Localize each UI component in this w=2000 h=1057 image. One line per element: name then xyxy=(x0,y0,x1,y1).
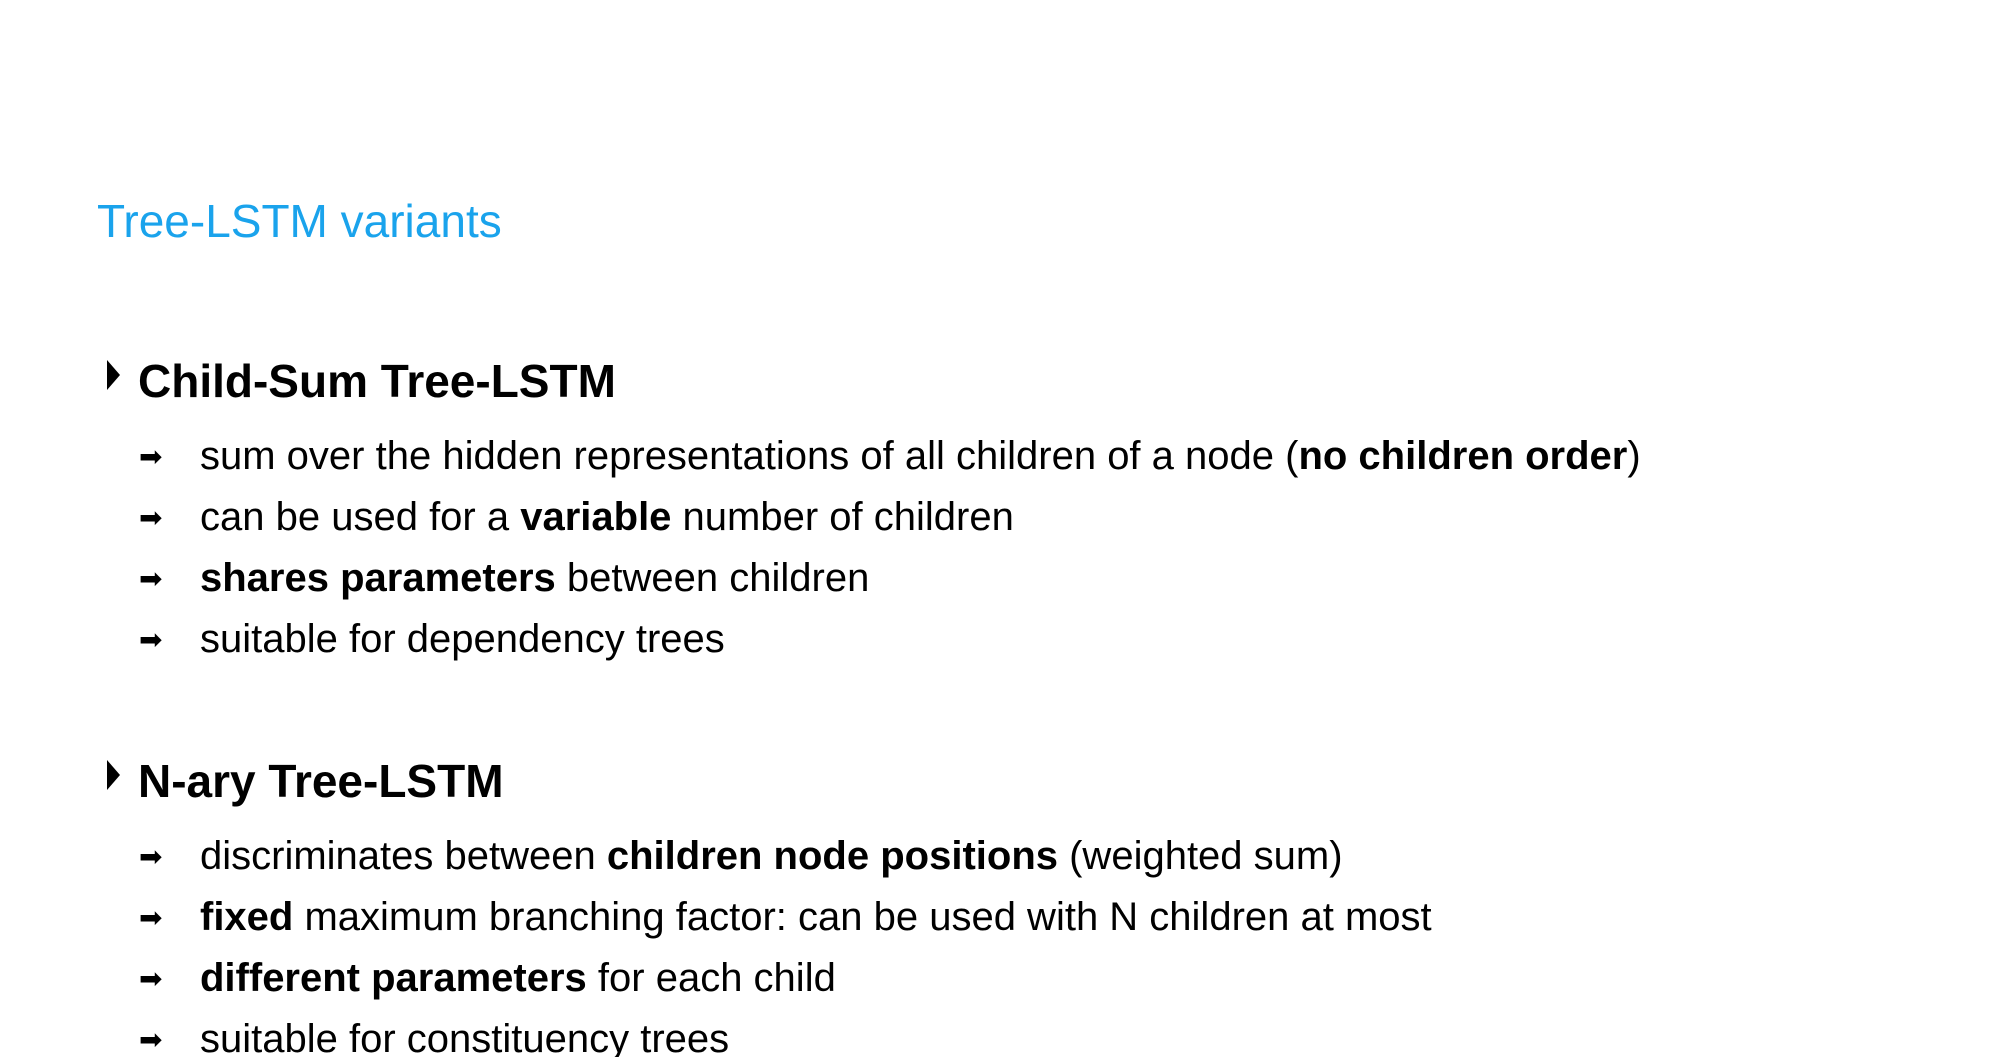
arrow-right-icon: ➡ xyxy=(139,440,163,473)
bullet-text-post: maximum branching factor: can be used wi… xyxy=(293,895,1432,939)
section-heading-text: N-ary Tree-LSTM xyxy=(138,755,504,807)
bullet-text: sum over the hidden representations of a… xyxy=(200,426,1641,487)
bullet-text-pre: discriminates between xyxy=(200,834,607,878)
bullet-text-bold: variable xyxy=(520,495,672,539)
bullet-text-pre: suitable for dependency trees xyxy=(200,617,725,661)
arrow-right-icon: ➡ xyxy=(139,501,163,534)
bullet-text-post: between children xyxy=(555,556,870,600)
bullet-text: discriminates between children node posi… xyxy=(200,826,1343,887)
bullet-text: can be used for a variable number of chi… xyxy=(200,487,1014,548)
arrow-right-icon: ➡ xyxy=(139,962,163,995)
bullet-text-post: for each child xyxy=(586,956,836,1000)
bullet-text-bold: children node positions xyxy=(606,834,1058,878)
arrow-right-icon: ➡ xyxy=(139,1023,163,1056)
triangle-right-icon xyxy=(107,360,120,390)
bullet-text-bold: no children order xyxy=(1298,434,1628,478)
section-heading-text: Child-Sum Tree-LSTM xyxy=(138,355,616,407)
bullet-text-pre: can be used for a xyxy=(200,495,521,539)
arrow-right-icon: ➡ xyxy=(139,562,163,595)
bullet-text-bold: different parameters xyxy=(200,956,587,1000)
bullet-text-bold: shares parameters xyxy=(200,556,556,600)
bullet-text: different parameters for each child xyxy=(200,948,836,1009)
bullet-text-post: (weighted sum) xyxy=(1058,834,1343,878)
triangle-right-icon xyxy=(107,760,120,790)
bullet-text-pre: sum over the hidden representations of a… xyxy=(200,434,1299,478)
bullet-text: suitable for constituency trees xyxy=(200,1009,729,1057)
arrow-right-icon: ➡ xyxy=(139,901,163,934)
arrow-right-icon: ➡ xyxy=(139,623,163,656)
bullet-text: shares parameters between children xyxy=(200,548,869,609)
bullet-text: fixed maximum branching factor: can be u… xyxy=(200,887,1432,948)
bullet-text-post: ) xyxy=(1627,434,1641,478)
bullet-text-bold: fixed xyxy=(200,895,294,939)
bullet-text-post: number of children xyxy=(671,495,1014,539)
slide-title: Tree-LSTM variants xyxy=(97,195,502,247)
arrow-right-icon: ➡ xyxy=(139,840,163,873)
bullet-text-pre: suitable for constituency trees xyxy=(200,1017,730,1057)
bullet-text: suitable for dependency trees xyxy=(200,609,725,670)
